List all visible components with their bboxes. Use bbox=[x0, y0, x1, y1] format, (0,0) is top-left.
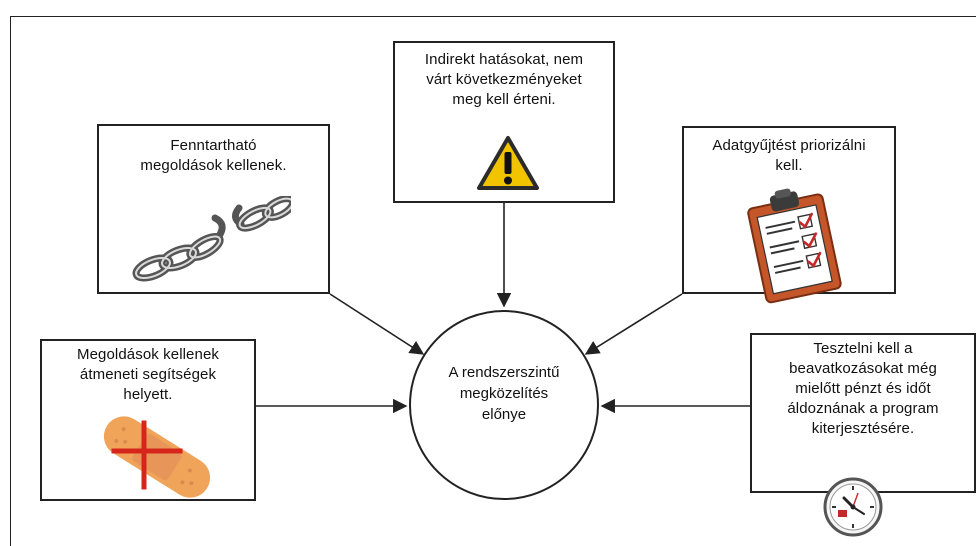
broken-chain-icon bbox=[132, 196, 291, 282]
box-indirect-effects: Indirekt hatásokat, nem várt következmén… bbox=[393, 41, 615, 203]
diagram-frame bbox=[10, 16, 976, 546]
box-test-interventions-text: Tesztelni kell a beavatkozásokat még mie… bbox=[787, 340, 939, 437]
box-solutions-not-temporary-text: Megoldások kellenek átmeneti segítségek … bbox=[77, 346, 219, 403]
center-label: A rendszerszintű megközelítés előnye bbox=[448, 364, 560, 423]
box-sustainable-solutions-text: Fenntartható megoldások kellenek. bbox=[140, 137, 287, 174]
box-data-collection: Adatgyűjtést priorizálni kell. bbox=[682, 126, 896, 304]
clipboard-checklist-icon bbox=[747, 188, 842, 304]
box-data-collection-text: Adatgyűjtést priorizálni kell. bbox=[712, 137, 866, 174]
clock-icon bbox=[823, 477, 883, 537]
box-indirect-effects-text: Indirekt hatásokat, nem várt következmén… bbox=[424, 51, 584, 108]
box-sustainable-solutions: Fenntartható megoldások kellenek. bbox=[97, 124, 330, 294]
arrow-chain-to-center bbox=[329, 293, 425, 355]
warning-triangle-icon bbox=[477, 136, 539, 190]
arrow-clipboard-to-center bbox=[584, 293, 683, 355]
bandage-icon bbox=[103, 416, 211, 498]
box-test-interventions: Tesztelni kell a beavatkozásokat még mie… bbox=[750, 333, 976, 493]
center-circle: A rendszerszintű megközelítés előnye bbox=[409, 310, 599, 500]
box-solutions-not-temporary: Megoldások kellenek átmeneti segítségek … bbox=[40, 339, 256, 501]
